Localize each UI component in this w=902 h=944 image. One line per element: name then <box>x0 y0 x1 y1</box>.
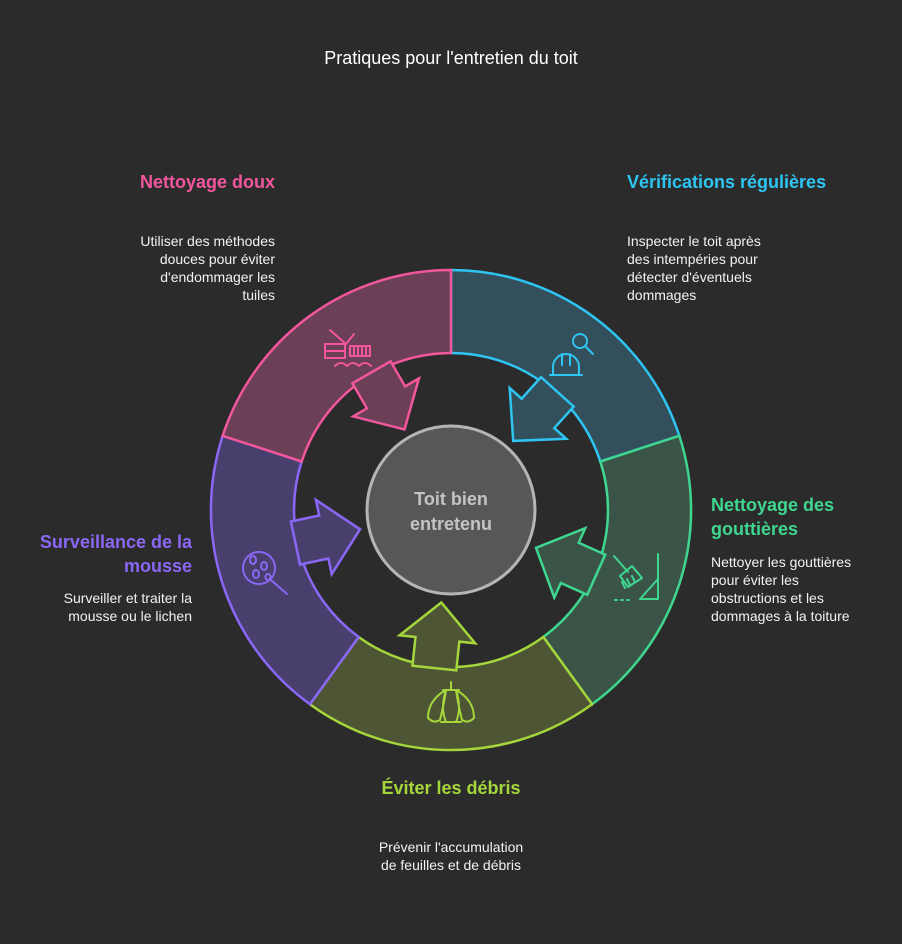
desc-gouttieres: Nettoyer les gouttières pour éviter les … <box>711 554 852 624</box>
center-label-line-2: entretenu <box>410 514 492 534</box>
broom-gutter-icon <box>613 553 659 601</box>
heading-debris: Éviter les débris <box>381 778 521 798</box>
gentle-cleaning-icon <box>324 329 372 367</box>
heading-mousse: Surveillance de la mousse <box>39 532 192 576</box>
desc-mousse: Surveiller et traiter la mousse ou le li… <box>63 590 192 624</box>
arrow-debris <box>396 600 479 672</box>
desc-nettoyage: Utiliser des méthodes douces pour éviter… <box>140 233 275 303</box>
arrow-nettoyage <box>349 359 421 432</box>
ring-segment-nettoyage <box>221 268 453 464</box>
seed-pod-icon <box>427 681 475 723</box>
heading-verifications: Vérifications régulières <box>627 172 827 192</box>
ring-segment-verifications <box>449 268 681 464</box>
hard-hat-magnifier-icon <box>549 333 594 376</box>
desc-debris: Prévenir l'accumulation de feuilles et d… <box>378 839 524 873</box>
arrow-verifications <box>508 375 576 443</box>
desc-verifications: Inspecter le toit après des intempéries … <box>627 233 761 303</box>
page-title: Pratiques pour l'entretien du toit <box>324 48 578 68</box>
moss-magnifier-icon <box>242 551 288 595</box>
ring-segment-gouttieres <box>541 434 693 706</box>
arrow-mousse <box>289 497 362 578</box>
arrow-gouttieres <box>534 525 607 601</box>
heading-nettoyage: Nettoyage doux <box>139 172 275 192</box>
center-label-line-1: Toit bien <box>414 489 488 509</box>
heading-gouttieres: Nettoyage des gouttières <box>711 495 835 539</box>
ring-segment-debris <box>308 635 594 752</box>
ring-segment-mousse <box>209 434 361 706</box>
center-circle <box>365 424 537 596</box>
